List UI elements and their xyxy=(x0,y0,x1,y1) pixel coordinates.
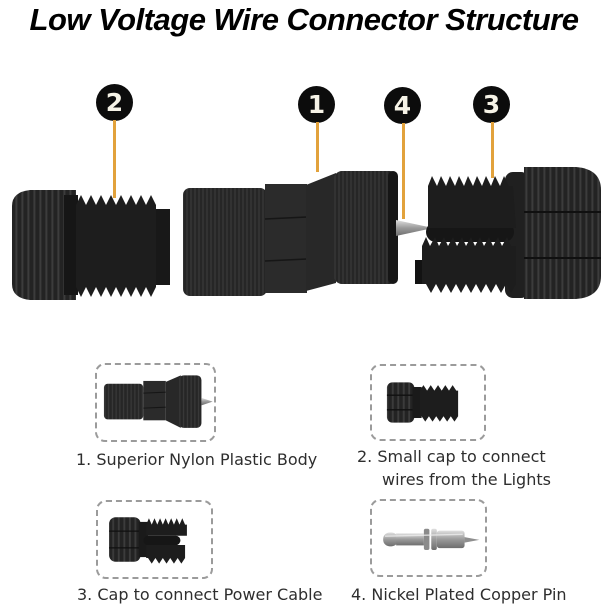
thumb-box-power-cable-cap xyxy=(96,500,213,579)
thumb-image-small-cap xyxy=(386,382,459,423)
exploded-view-image xyxy=(12,167,601,300)
part-nylon-body xyxy=(183,171,398,296)
caption-small-cap: 2. Small cap to connect wires from the L… xyxy=(357,447,551,489)
callout-line-4 xyxy=(402,123,405,219)
part-copper-pin xyxy=(396,220,433,236)
callout-badge-4: 4 xyxy=(384,87,421,124)
caption-power-cable-cap: 3. Cap to connect Power Cable xyxy=(77,585,323,604)
page-title: Low Voltage Wire Connector Structure xyxy=(29,2,579,37)
caption-copper-pin: 4. Nickel Plated Copper Pin xyxy=(351,585,567,604)
callout-line-2 xyxy=(113,120,116,198)
part-power-cable-cap xyxy=(415,167,601,299)
thumb-image-nylon-body xyxy=(103,375,213,428)
thumb-image-power-cable-cap xyxy=(109,517,187,564)
thumb-box-copper-pin xyxy=(370,499,487,577)
callout-line-1 xyxy=(316,122,319,172)
thumb-box-small-cap xyxy=(370,364,486,441)
caption-nylon-body: 1. Superior Nylon Plastic Body xyxy=(76,450,318,469)
thumb-box-nylon-body xyxy=(95,363,216,442)
callout-badge-3: 3 xyxy=(473,86,510,123)
part-small-cap xyxy=(12,190,170,300)
callout-badge-1: 1 xyxy=(298,86,335,123)
callout-line-3 xyxy=(491,122,494,178)
callout-badge-2: 2 xyxy=(96,84,133,121)
thumb-image-copper-pin xyxy=(383,528,480,551)
